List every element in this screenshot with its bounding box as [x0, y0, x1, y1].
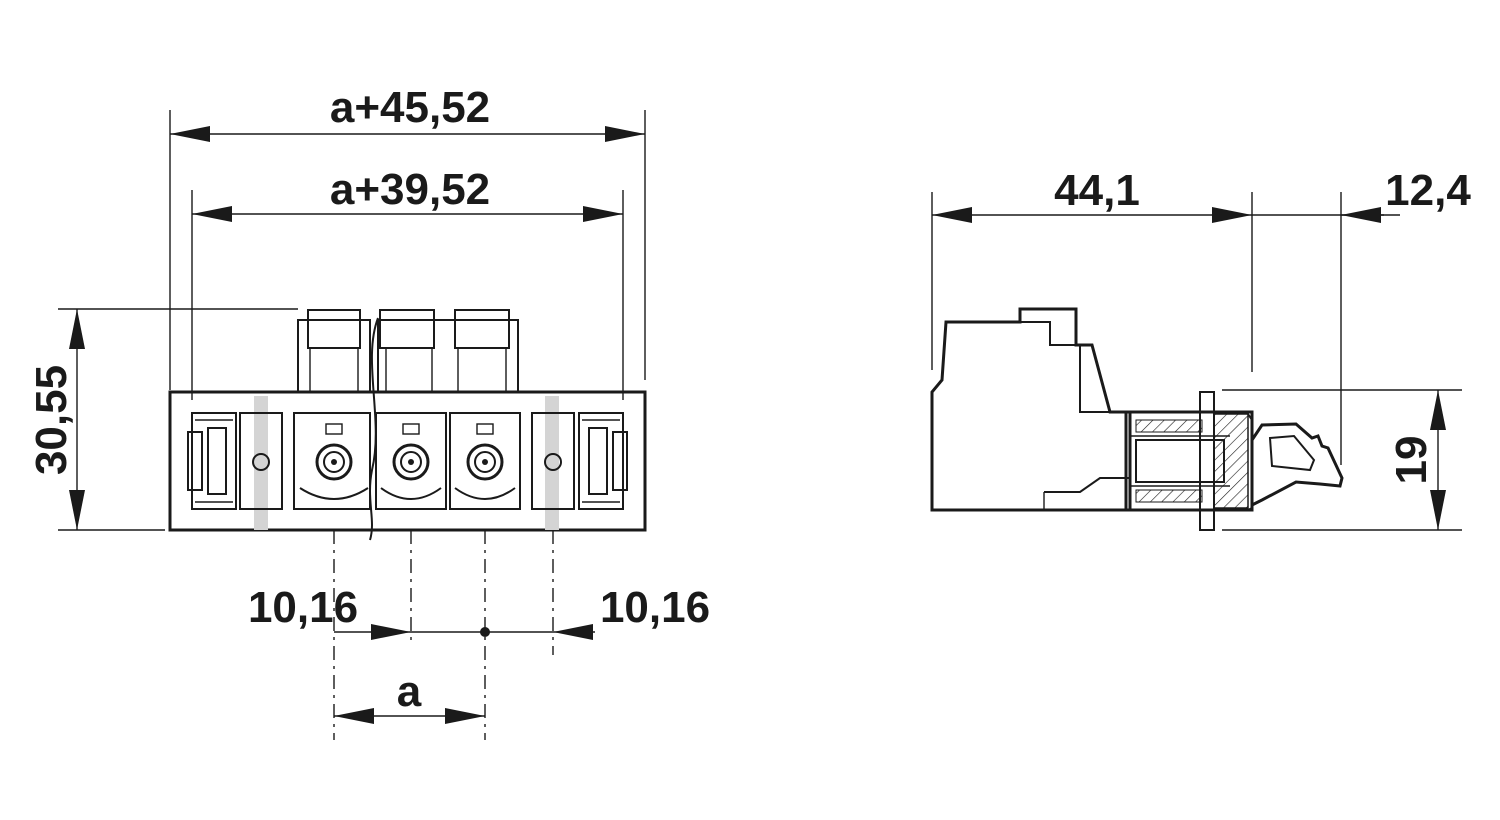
terminal-1 [315, 423, 353, 481]
dim-side-latch: 12,4 [1252, 166, 1471, 223]
side-latch [1250, 422, 1344, 507]
front-view: a+45,52 a+39,52 30,55 [27, 83, 710, 740]
break-line [369, 317, 379, 541]
dim-inner-width: a+39,52 [192, 165, 623, 222]
front-body [168, 317, 647, 541]
front-center-lines [333, 530, 554, 740]
dim-side-length: 44,1 [932, 166, 1252, 223]
dim-overall-width: a+45,52 [170, 83, 645, 142]
top-housings [297, 309, 519, 393]
dim-pitch-a: a [334, 667, 485, 724]
dim-pitch-left-label: 10,16 [248, 583, 358, 632]
front-extension-lines [58, 110, 646, 531]
side-view: 44,1 12,4 19 [930, 166, 1471, 531]
dim-side-length-label: 44,1 [1054, 166, 1140, 215]
dim-inner-label: a+39,52 [330, 165, 490, 214]
side-housing [930, 307, 1132, 512]
dim-pitch-right-label: 10,16 [600, 583, 710, 632]
dim-overall-label: a+45,52 [330, 83, 490, 132]
side-plug [1124, 391, 1254, 531]
dim-pitch-a-label: a [397, 667, 422, 716]
side-extension-lines [931, 192, 1462, 531]
dim-front-height-label: 30,55 [27, 365, 76, 475]
dim-side-latch-label: 12,4 [1385, 166, 1471, 215]
dim-side-height: 19 [1387, 390, 1446, 530]
terminal-3 [466, 423, 504, 481]
dim-front-height: 30,55 [27, 309, 85, 530]
dim-pitch: 10,16 10,16 [248, 583, 710, 640]
dim-side-height-label: 19 [1387, 436, 1436, 485]
terminal-2 [392, 423, 430, 481]
